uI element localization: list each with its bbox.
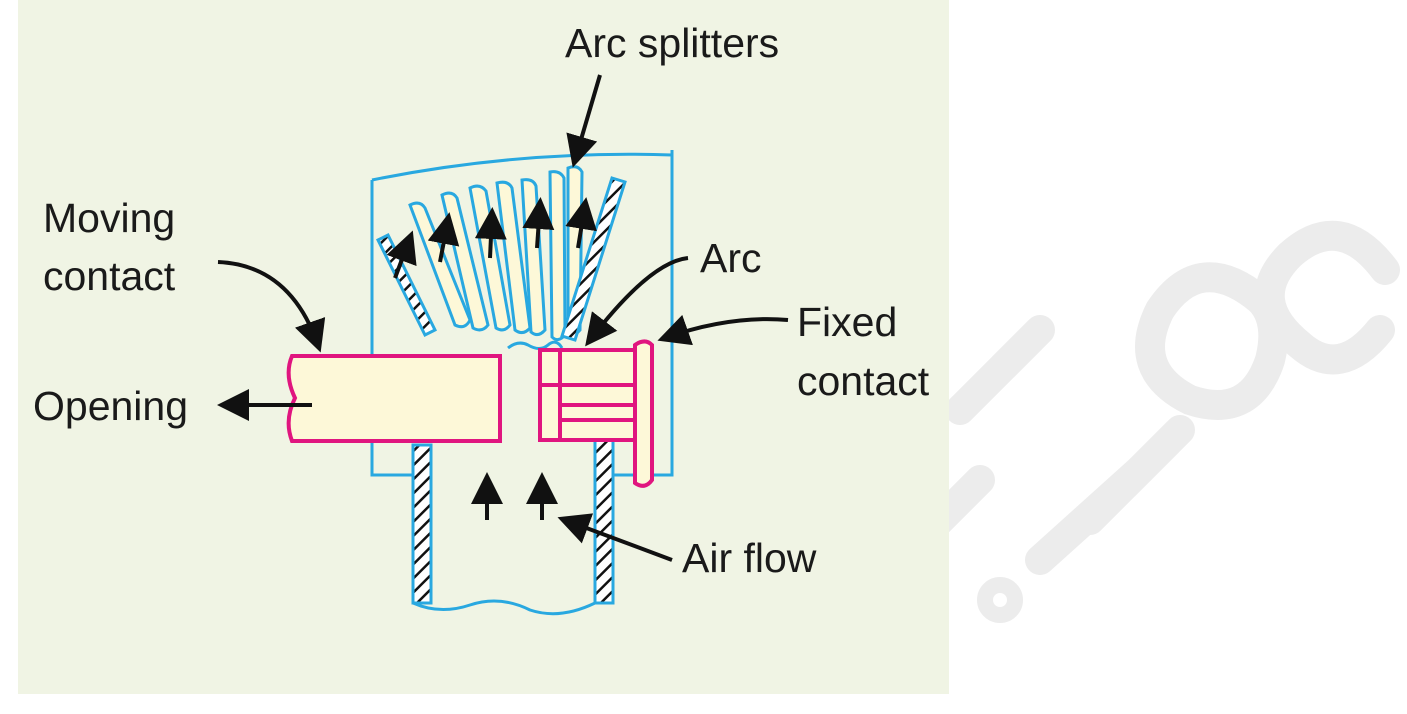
label-air-flow: Air flow bbox=[682, 535, 817, 581]
duct-bottom bbox=[412, 599, 596, 616]
splitter-flow-arrows bbox=[386, 197, 597, 279]
diagram-panel bbox=[18, 0, 949, 694]
label-arc: Arc bbox=[700, 235, 762, 281]
label-fixed-contact-line2: contact bbox=[797, 358, 930, 404]
fixed-contact bbox=[538, 339, 654, 488]
splitter-plate-hatched bbox=[560, 176, 627, 342]
arc-chute bbox=[370, 150, 674, 477]
arc-path bbox=[507, 340, 564, 350]
moving-contact bbox=[286, 354, 502, 443]
splitter-plate bbox=[548, 170, 567, 342]
label-arc-splitters: Arc splitters bbox=[565, 20, 779, 66]
leader-lines bbox=[217, 74, 789, 562]
air-flow-arrows bbox=[471, 472, 558, 520]
arc-splitters bbox=[375, 165, 627, 342]
label-opening: Opening bbox=[33, 383, 188, 429]
duct-wall-left bbox=[411, 443, 433, 605]
duct-wall-right bbox=[593, 438, 615, 605]
label-moving-contact-line1: Moving bbox=[43, 195, 175, 241]
label-fixed-contact-line1: Fixed bbox=[797, 299, 897, 345]
label-moving-contact-line2: contact bbox=[43, 253, 176, 299]
